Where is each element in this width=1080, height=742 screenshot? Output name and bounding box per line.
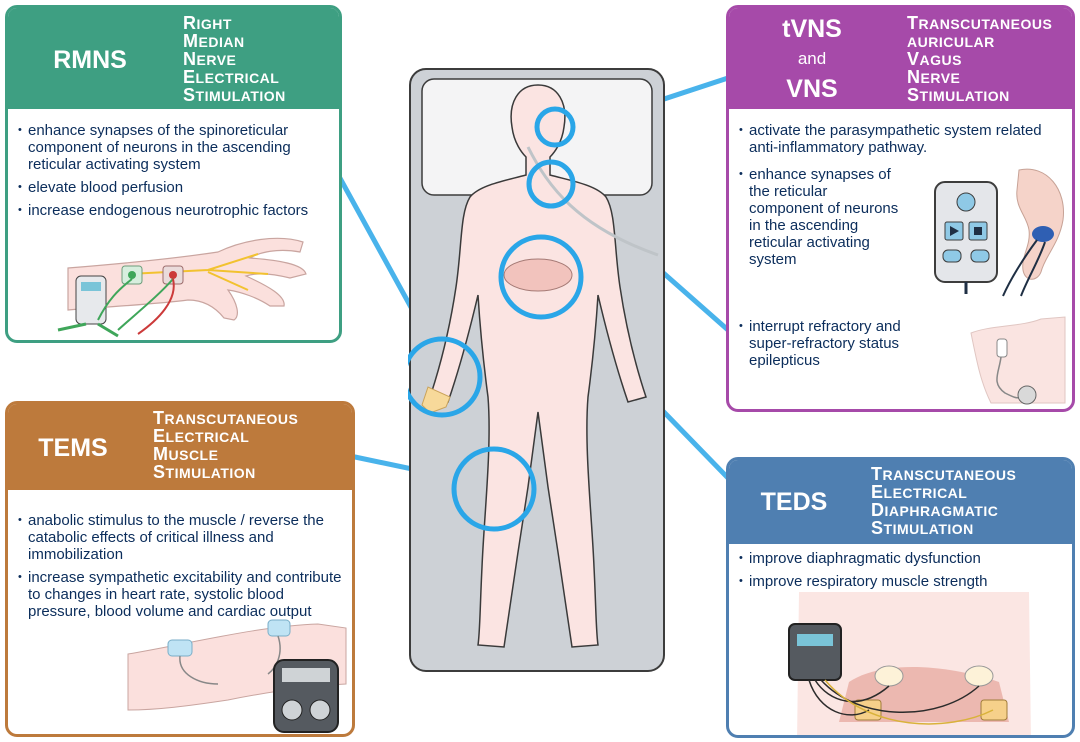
torso-stimulator-illustration [788,592,1031,735]
tvns-bullets-bottom: interrupt refractory and super-refractor… [739,318,939,375]
hand-stimulator-illustration [57,237,307,338]
tems-bullet: increase sympathetic excitability and co… [18,569,350,620]
tems-full-line: TRANSCUTANEOUS [153,408,299,428]
plus-icon [970,249,990,263]
tvns-panel: tVNS and VNS TRANSCUTANEOUS AURICULAR VA… [726,5,1075,412]
tvns-full-line: STIMULATION [907,85,1010,105]
tvns-bullets-mid: enhance synapses of the reticular compon… [739,166,899,274]
teds-panel: TEDS TRANSCUTANEOUS ELECTRICAL DIAPHRAGM… [726,457,1075,738]
highlight-neck [526,159,576,209]
rmns-panel: RMNS RIGHT MEDIAN NERVE ELECTRICAL STIMU… [5,5,342,343]
tvns-header: tVNS and VNS TRANSCUTANEOUS AURICULAR VA… [729,8,1072,109]
rmns-bullet: elevate blood perfusion [18,179,338,196]
highlight-ear [534,106,576,148]
tems-full-line: MUSCLE [153,444,219,464]
tvns-full-name: TRANSCUTANEOUS AURICULAR VAGUS NERVE STI… [907,13,1053,105]
leg-electrode [167,639,193,657]
tvns-bullet: enhance synapses of the reticular compon… [739,166,899,268]
tvns-bullet: activate the parasympathetic system rela… [739,122,1059,156]
tvns-abbr-line: VNS [786,75,838,103]
teds-full-line: ELECTRICAL [871,482,968,502]
tvns-bullets-top: activate the parasympathetic system rela… [739,122,1059,162]
teds-full-line: TRANSCUTANEOUS [871,464,1017,484]
tems-bullets: anabolic stimulus to the muscle / revers… [18,512,350,626]
tvns-abbr-line: tVNS [782,15,842,43]
leg-stimulator-illustration [127,619,347,733]
rmns-full-line: NERVE [183,49,237,69]
body [429,84,647,648]
neck-implant-illustration [970,316,1066,405]
rmns-full-line: STIMULATION [183,85,286,105]
patient-illustration [408,68,665,672]
tems-bullet: anabolic stimulus to the muscle / revers… [18,512,350,563]
highlight-thigh [451,446,537,532]
hand-left [421,386,451,414]
ear [1016,168,1064,280]
rmns-abbr: RMNS [53,46,127,74]
teds-electrode [964,665,994,687]
tems-abbr: TEMS [38,434,108,462]
tvns-full-line: AURICULAR [907,34,995,50]
tvns-bullet: interrupt refractory and super-refractor… [739,318,939,369]
tvns-abbr: tVNS and VNS [767,14,857,104]
tvns-full-line: NERVE [907,67,961,87]
tvns-full-line: VAGUS [907,49,962,69]
vns-generator [1017,385,1037,405]
tvns-full-line: TRANSCUTANEOUS [907,13,1053,33]
teds-full-line: STIMULATION [871,518,974,538]
rmns-bullets: enhance synapses of the spinoreticular c… [18,122,338,225]
teds-full-line: DIAPHRAGMATIC [871,500,999,520]
tems-panel: TEMS TRANSCUTANEOUS ELECTRICAL MUSCLE ST… [5,401,355,737]
minus-icon [942,249,962,263]
teds-header: TEDS TRANSCUTANEOUS ELECTRICAL DIAPHRAGM… [729,460,1072,544]
teds-pad [980,699,1008,721]
ear-electrode [1032,226,1054,242]
tems-full-line: STIMULATION [153,462,256,482]
tvns-device-illustration [934,168,1064,297]
iv-line [526,146,659,257]
rmns-full-name: RIGHT MEDIAN NERVE ELECTRICAL STIMULATIO… [183,13,286,105]
rmns-full-line: MEDIAN [183,31,245,51]
teds-abbr: TEDS [760,488,828,516]
teds-full-name: TRANSCUTANEOUS ELECTRICAL DIAPHRAGMATIC … [871,464,1017,538]
leg-electrode [267,619,291,637]
rmns-bullet: increase endogenous neurotrophic factors [18,202,338,219]
tems-full-line: ELECTRICAL [153,426,250,446]
tvns-abbr-line: and [797,49,827,68]
highlight-circles [408,106,584,532]
teds-electrode [874,665,904,687]
teds-bullets: improve diaphragmatic dysfunction improv… [739,550,1069,596]
power-icon [956,192,976,212]
rmns-bullet: enhance synapses of the spinoreticular c… [18,122,338,173]
rmns-header: RMNS RIGHT MEDIAN NERVE ELECTRICAL STIMU… [8,8,339,109]
teds-bullet: improve diaphragmatic dysfunction [739,550,1069,567]
teds-device [788,623,842,681]
highlight-chest [498,234,584,320]
rmns-full-line: RIGHT [183,13,232,33]
lungs [503,258,573,292]
highlight-hand [408,336,483,418]
teds-bullet: improve respiratory muscle strength [739,573,1069,590]
rmns-full-line: ELECTRICAL [183,67,280,87]
tems-full-name: TRANSCUTANEOUS ELECTRICAL MUSCLE STIMULA… [153,408,299,482]
tems-header: TEMS TRANSCUTANEOUS ELECTRICAL MUSCLE ST… [8,404,352,490]
